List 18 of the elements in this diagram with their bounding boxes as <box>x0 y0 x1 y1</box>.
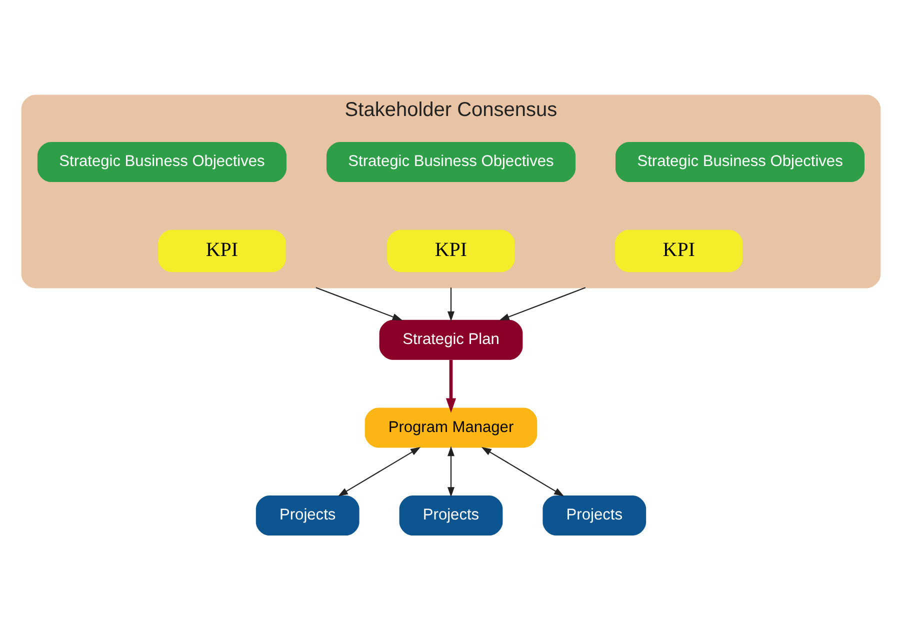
node-box: KPI <box>387 230 515 272</box>
node-box: Strategic Plan <box>379 320 523 360</box>
node-box: KPI <box>158 230 286 272</box>
node-box: Strategic Business Objectives <box>37 142 286 182</box>
arrow <box>448 446 454 498</box>
node-box: Projects <box>542 496 646 536</box>
arrow <box>499 287 586 320</box>
arrow <box>448 288 454 322</box>
node-box: Strategic Business Objectives <box>326 142 576 182</box>
arrow <box>338 446 421 496</box>
node-box: Projects <box>256 496 360 536</box>
node-box: Strategic Business Objectives <box>616 142 865 182</box>
node-box: KPI <box>614 230 743 272</box>
node-box: Projects <box>399 496 503 536</box>
arrow <box>316 287 402 320</box>
arrow <box>446 360 456 413</box>
node-box: Program Manager <box>364 408 538 448</box>
arrow <box>481 446 564 496</box>
